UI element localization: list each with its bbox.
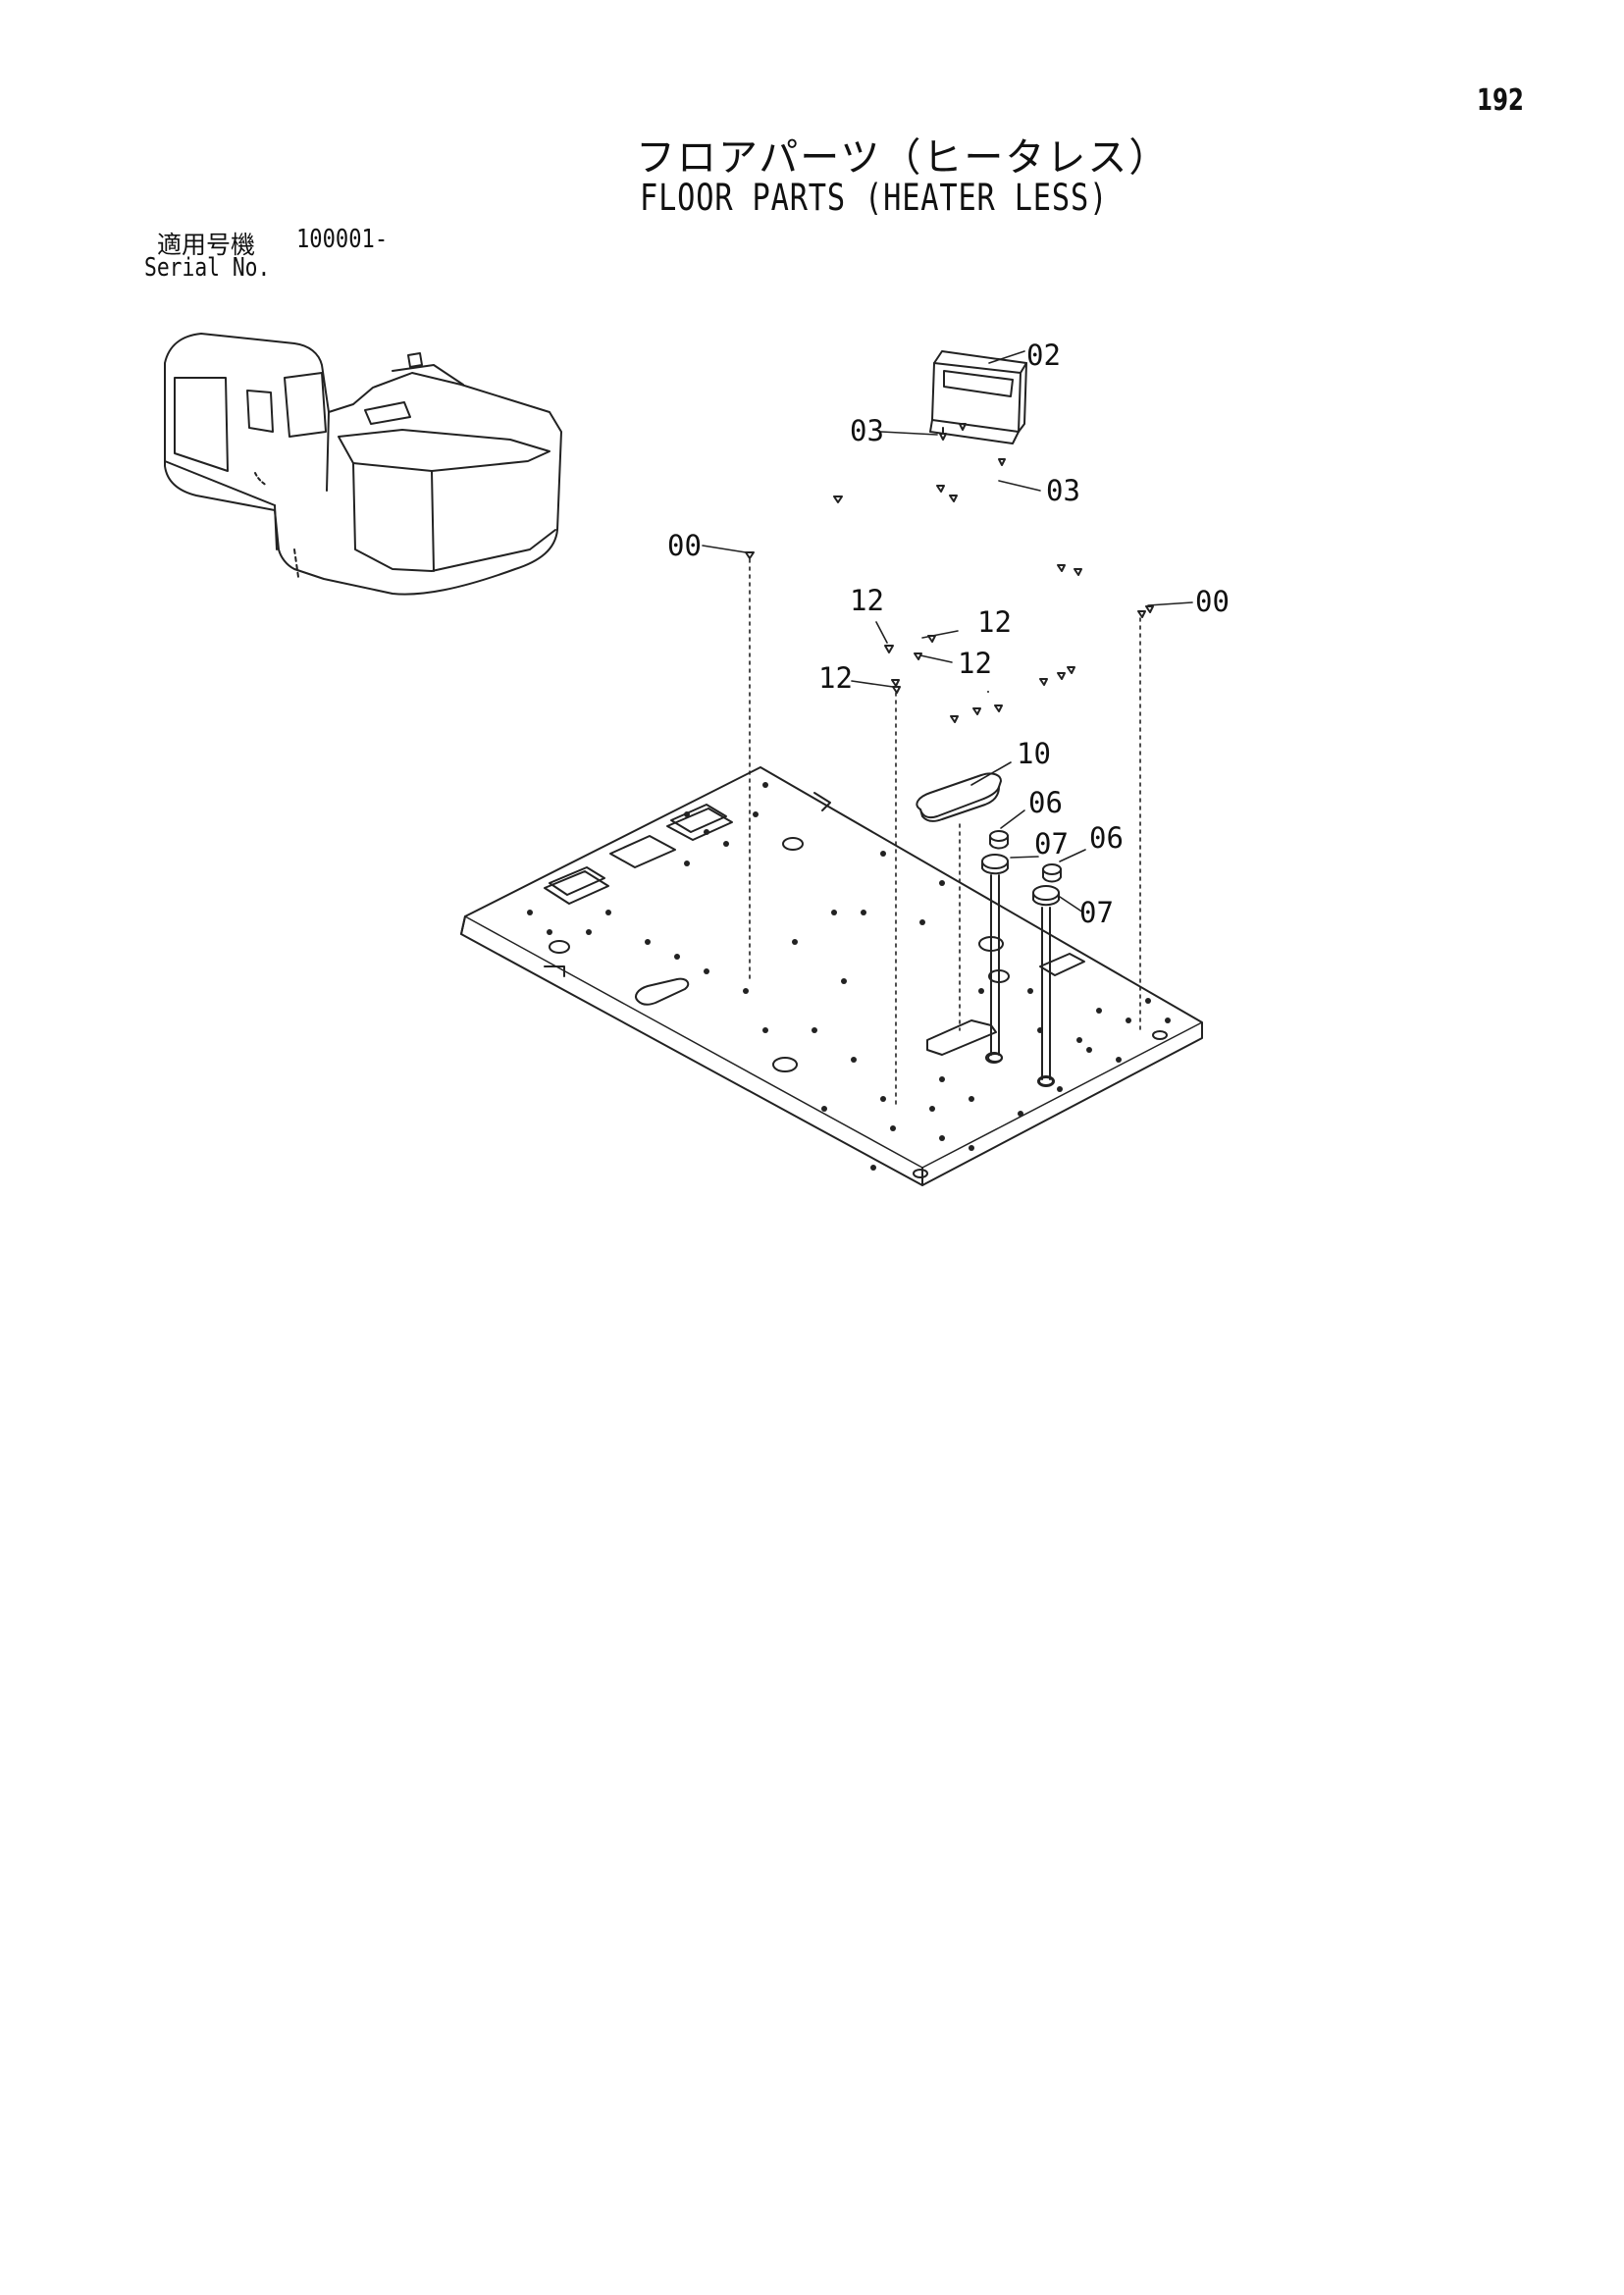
callout-02: 02: [1026, 339, 1061, 372]
screws: [745, 423, 1154, 723]
part-06-07-left: [981, 830, 1009, 1063]
mounting-holes: [527, 782, 1171, 1171]
page-number: 192: [1477, 83, 1524, 118]
page-title-japanese: フロアパーツ（ヒータレス）: [636, 135, 1171, 181]
callouts: 02 03 03 00 00 12 12 12 12 10 06 06 07 0…: [667, 339, 1230, 929]
callout-03-b: 03: [1046, 474, 1080, 507]
callout-06-a: 06: [1028, 786, 1063, 819]
part-02-box: [929, 350, 1027, 444]
callout-12-c: 12: [958, 647, 992, 680]
callout-06-b: 06: [1089, 821, 1124, 855]
callout-12-d: 12: [818, 661, 853, 695]
callout-07-a: 07: [1034, 827, 1069, 861]
excavator-location-icon: [164, 333, 562, 596]
floor-plate: [460, 766, 1203, 1186]
callout-03-a: 03: [850, 414, 884, 447]
serial-label-japanese: 適用号機: [157, 231, 256, 259]
leader-lines: [702, 350, 1193, 1110]
callout-00-a: 00: [667, 529, 702, 562]
callout-12-a: 12: [850, 584, 884, 617]
part-06-07-right: [1032, 863, 1062, 1086]
callout-12-b: 12: [977, 605, 1012, 639]
serial-label-english: Serial No.: [144, 253, 271, 283]
part-10-pad: [916, 772, 1002, 822]
callout-07-b: 07: [1079, 896, 1114, 929]
callout-10: 10: [1017, 737, 1051, 770]
serial-value: 100001-: [296, 225, 389, 254]
callout-00-b: 00: [1195, 585, 1230, 618]
page-title-english: FLOOR PARTS (HEATER LESS): [640, 177, 1109, 219]
